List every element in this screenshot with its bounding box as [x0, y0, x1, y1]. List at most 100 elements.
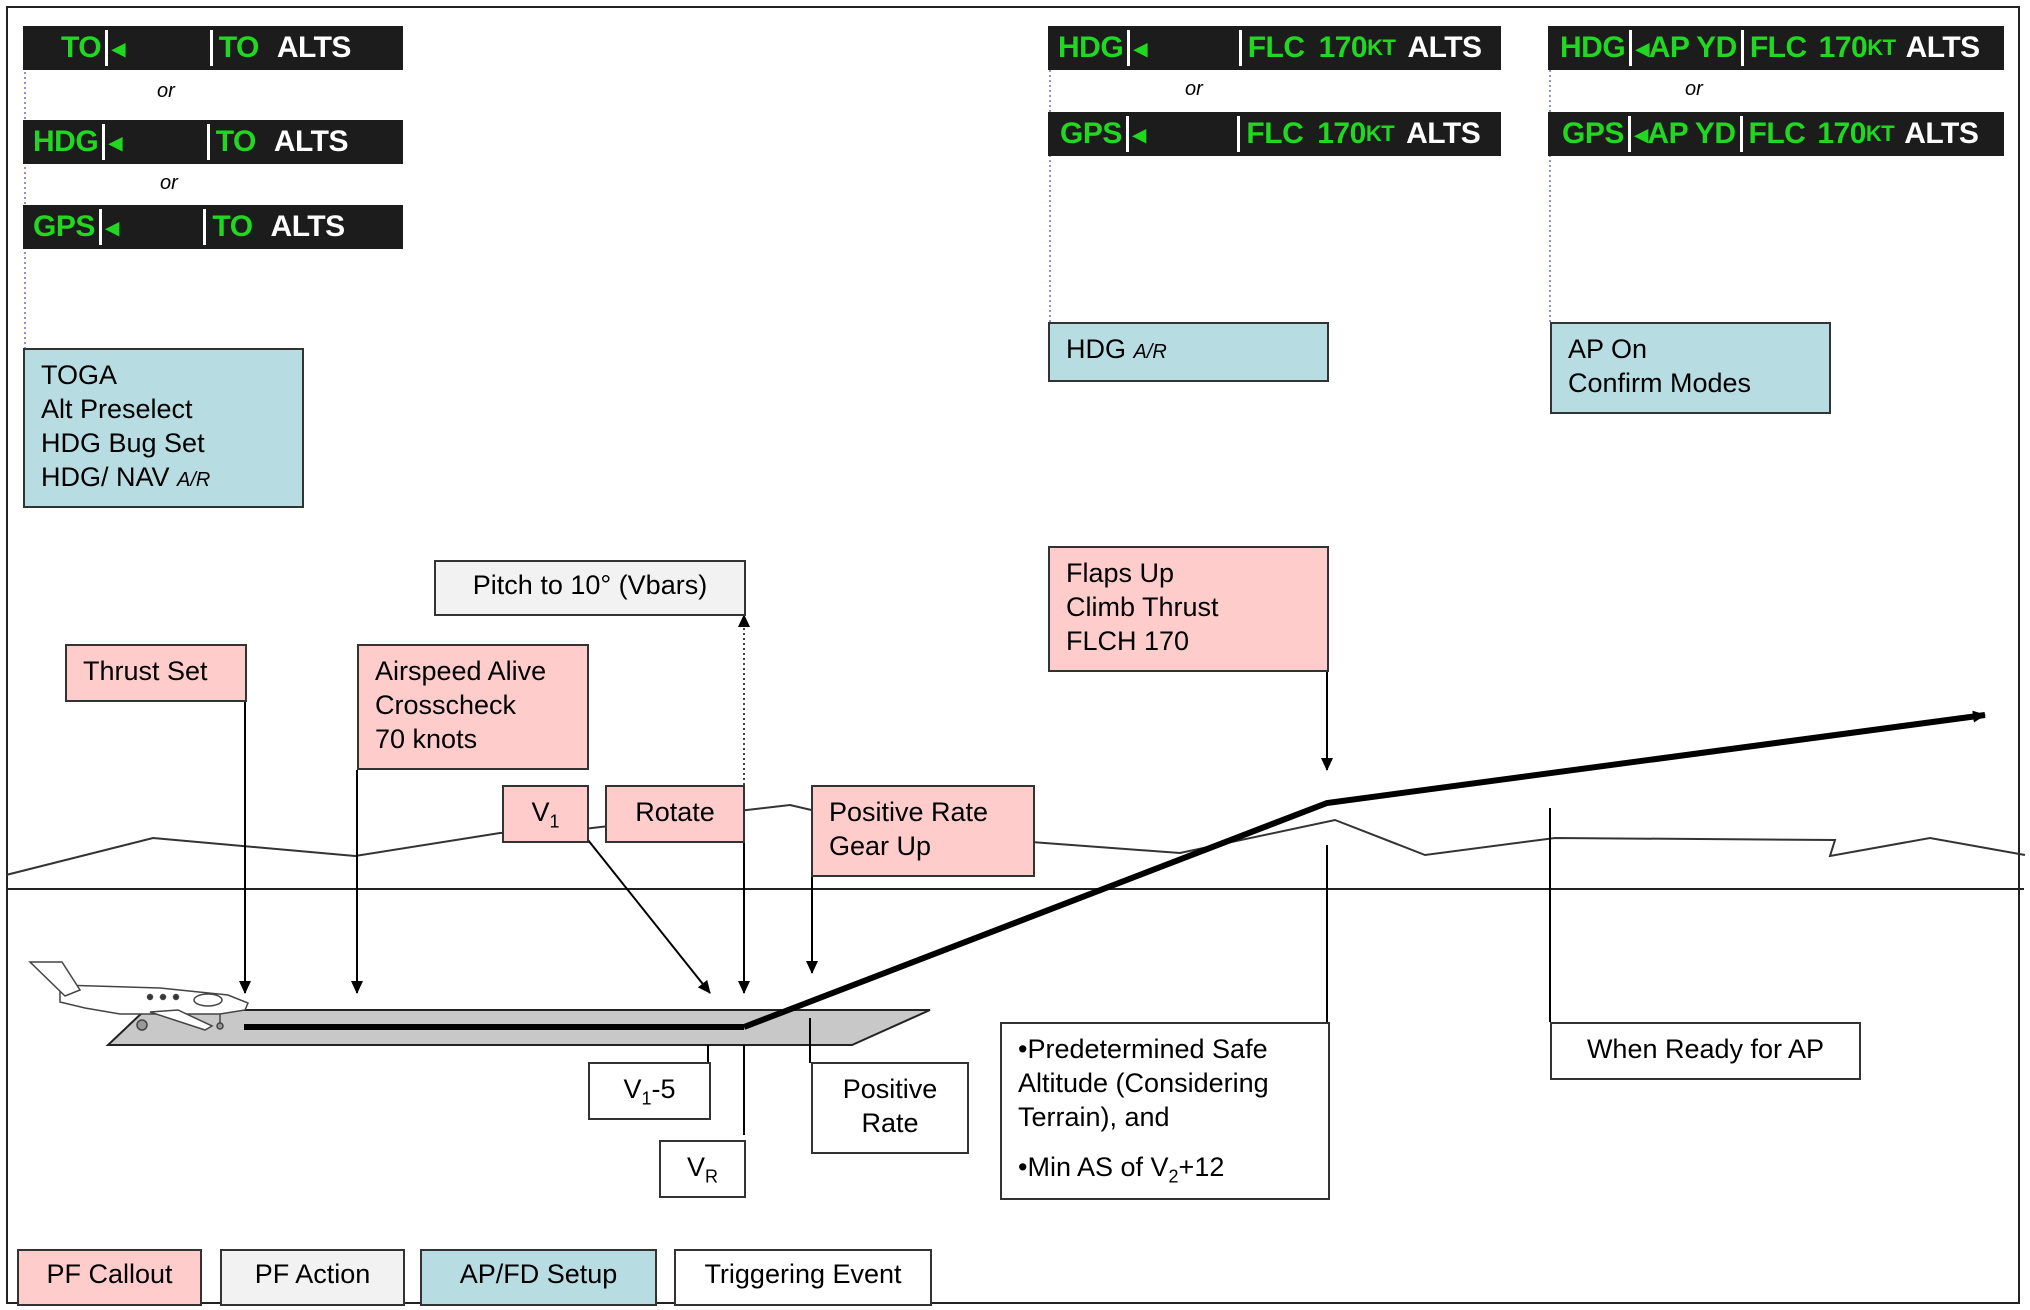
- toga-setup-box: TOGA Alt Preselect HDG Bug Set HDG/ NAV …: [23, 348, 304, 508]
- speed-unit: KT: [1367, 35, 1396, 60]
- toga-line-2: Alt Preselect: [41, 394, 193, 424]
- safe-alt-subscript: 2: [1168, 1166, 1179, 1187]
- hdg-ar-label: HDG: [1066, 334, 1126, 364]
- flight-path: [742, 710, 1986, 1030]
- safe-altitude-event: •Predetermined Safe Altitude (Considerin…: [1000, 1022, 1330, 1200]
- v1-5-label: V: [623, 1074, 642, 1104]
- toga-line-3: HDG Bug Set: [41, 428, 205, 458]
- lateral-mode: HDG: [1058, 31, 1124, 64]
- legend-trigger-label: Triggering Event: [704, 1259, 902, 1289]
- v1-label: V: [531, 797, 550, 827]
- vr-event: VR: [659, 1140, 746, 1198]
- safe-alt-line-4: •Min AS of V: [1018, 1152, 1169, 1182]
- v1-minus-5-event: V1-5: [588, 1062, 711, 1120]
- ar-marker: A/R: [1133, 341, 1167, 363]
- annunciator-strip-gps-to: GPS ◂ TO ALTS: [23, 205, 403, 249]
- or-label: or: [1685, 78, 1703, 100]
- armed-mode: ALTS: [1406, 117, 1481, 150]
- annunciator-strip-hdg-ap: HDG ◂ AP YD FLC 170 KT ALTS: [1548, 26, 2004, 70]
- flaps-callout-box: Flaps Up Climb Thrust FLCH 170: [1048, 546, 1329, 672]
- vertical-mode: FLC: [1247, 31, 1305, 64]
- legend-apfd-setup: AP/FD Setup: [420, 1249, 657, 1306]
- legend-pf-callout: PF Callout: [17, 1249, 202, 1306]
- arrow-left-icon: ◂: [1634, 118, 1648, 149]
- v1-5-tail: -5: [651, 1074, 676, 1104]
- safe-alt-line-1: •Predetermined Safe: [1018, 1034, 1268, 1064]
- posrate-gear-line-2: Gear Up: [829, 831, 932, 861]
- posrate-gear-callout: Positive Rate Gear Up: [811, 785, 1035, 877]
- lateral-mode: GPS: [33, 210, 95, 243]
- lateral-mode: HDG: [1560, 31, 1626, 64]
- or-label: or: [160, 172, 178, 194]
- positive-rate-event: Positive Rate: [811, 1062, 969, 1154]
- vertical-mode: FLC: [1748, 117, 1806, 150]
- vertical-mode: FLC: [1246, 117, 1304, 150]
- flaps-line-3: FLCH 170: [1066, 626, 1190, 656]
- toga-line-4: HDG/ NAV: [41, 462, 170, 492]
- lateral-mode: GPS: [1060, 117, 1122, 150]
- lateral-mode: GPS: [1562, 117, 1624, 150]
- armed-mode: ALTS: [273, 125, 349, 158]
- speed-unit: KT: [1865, 121, 1895, 146]
- legend-triggering-event: Triggering Event: [674, 1249, 932, 1306]
- aircraft-icon: [28, 961, 249, 1031]
- ready-for-ap-label: When Ready for AP: [1586, 1034, 1825, 1064]
- arrow-left-icon: ◂: [1132, 118, 1146, 149]
- ap-yd-status: AP YD: [1648, 31, 1738, 64]
- legend-pf-action-label: PF Action: [254, 1259, 371, 1289]
- armed-mode: ALTS: [1905, 31, 1981, 64]
- speed-target: 170: [1818, 31, 1868, 64]
- arrow-left-icon: ◂: [109, 126, 122, 157]
- legend-apfd-setup-label: AP/FD Setup: [459, 1259, 618, 1289]
- thrust-set-callout: Thrust Set: [65, 644, 247, 702]
- annunciator-strip-to: TO ◂ TO ALTS: [23, 26, 403, 70]
- rotate-label: Rotate: [635, 797, 715, 827]
- v1-callout: V1: [502, 785, 589, 843]
- flaps-line-2: Climb Thrust: [1066, 592, 1219, 622]
- armed-mode: ALTS: [1904, 117, 1979, 150]
- vertical-mode: TO: [212, 210, 253, 243]
- arrow-left-icon: ◂: [112, 32, 125, 63]
- annunciator-strip-hdg-to: HDG ◂ TO ALTS: [23, 120, 403, 164]
- vertical-mode: TO: [215, 125, 257, 158]
- or-label: or: [157, 80, 175, 102]
- annunciator-strip-gps-ap: GPS ◂ AP YD FLC 170 KT ALTS: [1548, 112, 2004, 156]
- speed-target: 170: [1317, 117, 1366, 150]
- ap-on-line-2: Confirm Modes: [1568, 368, 1752, 398]
- speed-unit: KT: [1365, 121, 1395, 146]
- vertical-mode: TO: [218, 31, 260, 64]
- vertical-mode: FLC: [1749, 31, 1807, 64]
- arrow-left-icon: ◂: [1636, 32, 1649, 63]
- airspeed-line-1: Airspeed Alive: [375, 656, 547, 686]
- legend-pf-callout-label: PF Callout: [46, 1259, 173, 1289]
- ready-for-ap-event: When Ready for AP: [1550, 1022, 1861, 1080]
- terrain-line: [5, 803, 2026, 876]
- ap-on-box: AP On Confirm Modes: [1550, 322, 1831, 414]
- speed-unit: KT: [1867, 35, 1896, 60]
- ap-yd-status: AP YD: [1647, 117, 1736, 150]
- armed-mode: ALTS: [276, 31, 352, 64]
- v1-subscript: 1: [549, 811, 560, 832]
- safe-alt-line-2: Altitude (Considering: [1018, 1068, 1269, 1098]
- or-label: or: [1185, 78, 1203, 100]
- hdg-ar-box: HDG A/R: [1048, 322, 1329, 382]
- safe-alt-tail: +12: [1178, 1152, 1225, 1182]
- speed-target: 170: [1318, 31, 1368, 64]
- pitch-action-label: Pitch to 10° (Vbars): [472, 570, 708, 600]
- arrow-left-icon: ◂: [1134, 32, 1147, 63]
- arrow-v1: [587, 839, 711, 994]
- pitch-action-box: Pitch to 10° (Vbars): [434, 560, 746, 616]
- vr-subscript: R: [705, 1166, 718, 1187]
- posrate-gear-line-1: Positive Rate: [829, 797, 989, 827]
- speed-target: 170: [1817, 117, 1866, 150]
- legend-pf-action: PF Action: [220, 1249, 405, 1306]
- v1-5-subscript: 1: [641, 1088, 652, 1109]
- airspeed-callout-box: Airspeed Alive Crosscheck 70 knots: [357, 644, 589, 770]
- flaps-line-1: Flaps Up: [1066, 558, 1175, 588]
- lateral-mode: TO: [61, 31, 102, 64]
- armed-mode: ALTS: [270, 210, 346, 243]
- annunciator-strip-gps-flc: GPS ◂ FLC 170 KT ALTS: [1048, 112, 1501, 156]
- rotate-callout: Rotate: [605, 785, 745, 843]
- vr-label: V: [686, 1152, 705, 1182]
